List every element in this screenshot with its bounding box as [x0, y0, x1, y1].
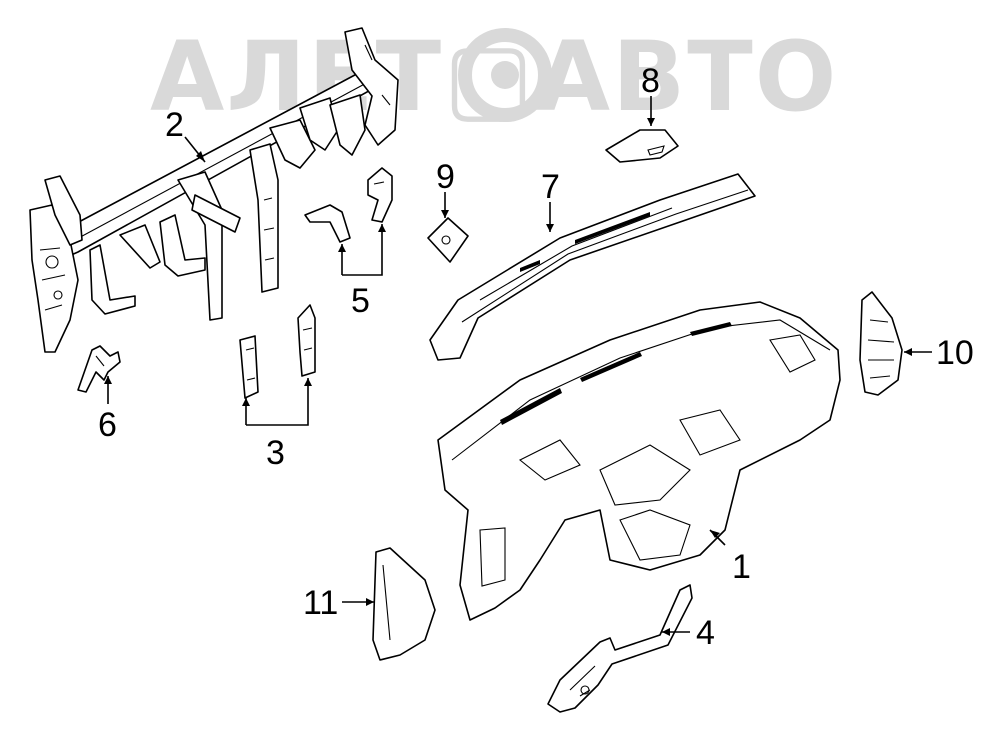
- part-5-brackets: [304, 167, 393, 243]
- part-9-clip: [427, 217, 469, 263]
- part-2-crossmember: [29, 27, 399, 353]
- gear-icon: [458, 28, 552, 122]
- callout-4: 4: [696, 614, 715, 652]
- callout-1: 1: [732, 548, 751, 586]
- part-1-instrument-panel: [437, 301, 841, 621]
- part-3-brackets: [239, 304, 316, 399]
- callout-11: 11: [303, 584, 338, 622]
- part-6-bracket: [77, 345, 121, 393]
- callout-3: 3: [266, 434, 285, 472]
- callout-labels: 2 1 3 4 5 6 7 8 9 10 11: [98, 62, 974, 652]
- leader-lines: [104, 96, 932, 636]
- part-10-side-cover: [859, 291, 903, 396]
- callout-6: 6: [98, 406, 117, 444]
- part-4-bracket: [547, 584, 693, 713]
- callout-9: 9: [436, 158, 455, 196]
- callout-5: 5: [351, 282, 370, 320]
- arrowheads: [104, 118, 912, 636]
- callout-2: 2: [165, 106, 184, 144]
- callout-7: 7: [541, 168, 560, 206]
- watermark-logo: АЛЕТ▢АВТО: [150, 21, 836, 133]
- part-11-side-cap: [372, 547, 436, 661]
- part-8-cover: [605, 129, 679, 163]
- part-7-upper-panel: [429, 173, 756, 361]
- callout-10: 10: [936, 334, 974, 372]
- callout-8: 8: [641, 62, 660, 100]
